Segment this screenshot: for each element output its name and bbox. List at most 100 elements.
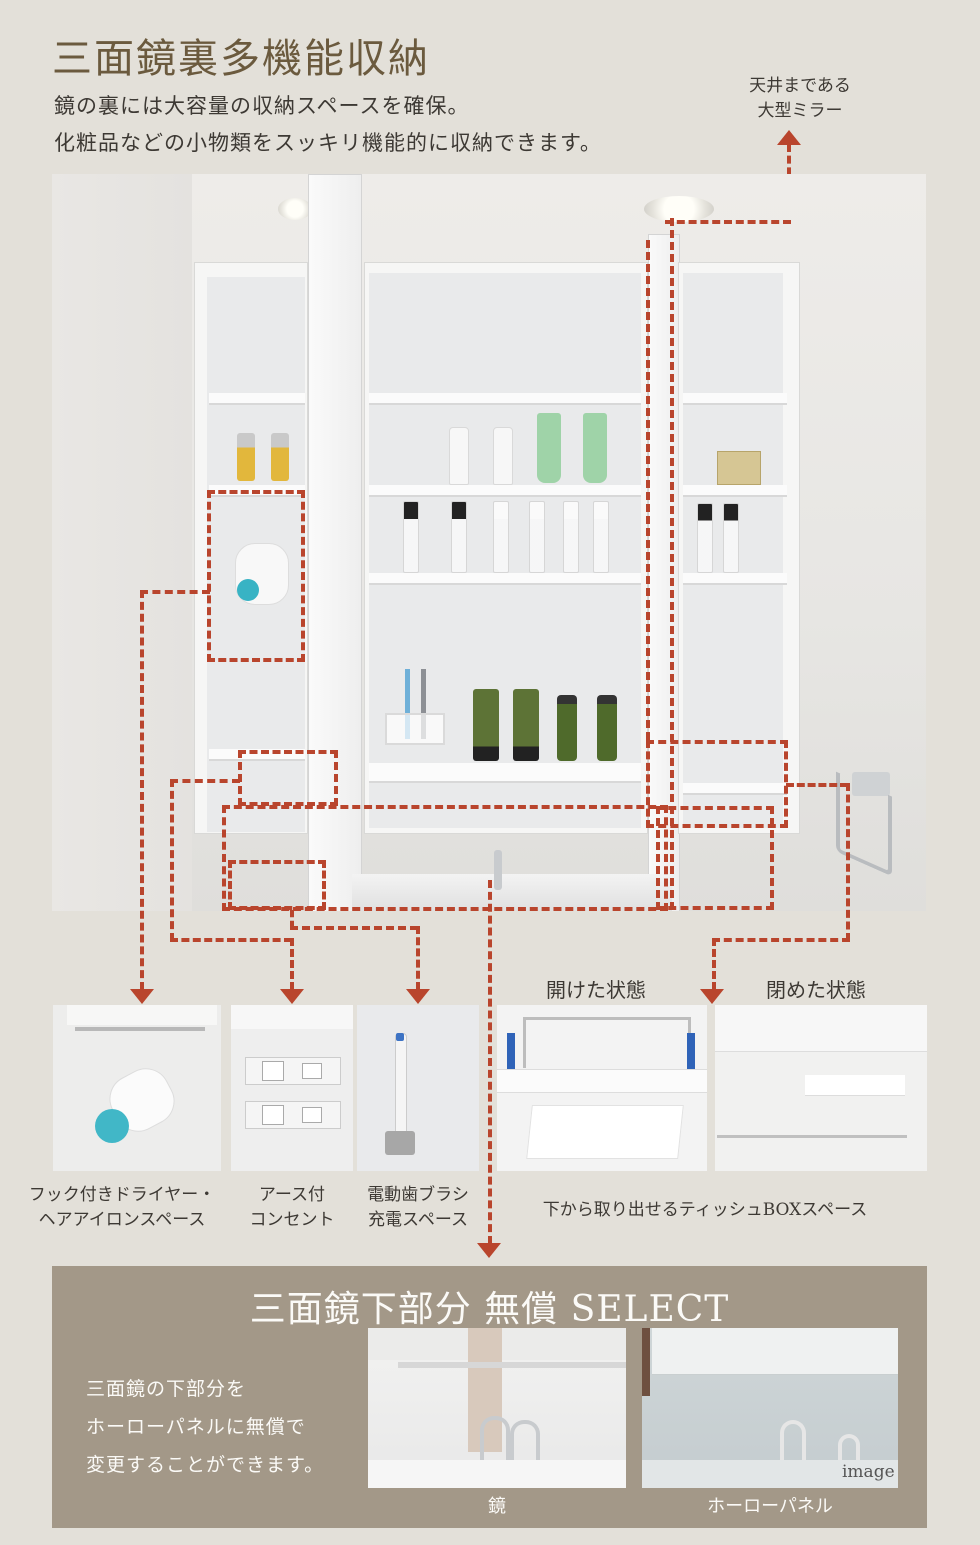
option-mirror-label: 鏡: [488, 1496, 506, 1517]
outlet-socket: [262, 1061, 284, 1081]
shelf: [369, 485, 641, 497]
charger-base: [385, 1131, 415, 1155]
feature-caption: アース付 コンセント: [232, 1183, 352, 1233]
select-description: 三面鏡の下部分を ホーローパネルに無償で 変更することができます。: [86, 1370, 324, 1484]
arrow-down-icon: [477, 1243, 501, 1258]
oil-bottle-icon: [237, 433, 255, 481]
free-select-panel: 三面鏡下部分 無償 SELECT 三面鏡の下部分を ホーローパネルに無償で 変更…: [52, 1266, 927, 1528]
leader-line: [290, 938, 294, 990]
dropper-bottle-icon: [529, 501, 545, 573]
option-enamel-panel-label: ホーローパネル: [707, 1496, 833, 1517]
tube-icon: [583, 413, 607, 483]
leader-line: [488, 880, 492, 1244]
leader-line: [712, 938, 850, 942]
rail: [717, 1135, 907, 1138]
leader-line: [170, 779, 240, 783]
arrow-down-icon: [700, 989, 724, 1004]
cabinet-bottom: [652, 1328, 898, 1375]
dropper-bottle-icon: [563, 501, 579, 573]
wood-trim: [642, 1328, 650, 1396]
select-title: 三面鏡下部分 無償 SELECT: [249, 1289, 730, 1330]
arrow-down-icon: [406, 989, 430, 1004]
mirror-reflection: [468, 1328, 502, 1452]
outlet-icon: [245, 1101, 341, 1129]
caption-line: 電動歯ブラシ: [367, 1185, 469, 1205]
cabinet-top: [231, 1005, 353, 1029]
leader-line: [665, 220, 791, 224]
towel-holder-mount: [852, 772, 890, 796]
brush-head: [396, 1033, 404, 1041]
ceiling-mirror-callout: 天井まである 大型ミラー: [730, 74, 870, 124]
feature-caption: 電動歯ブラシ 充電スペース: [352, 1183, 484, 1233]
shelf: [683, 485, 787, 497]
dropper-bottle-icon: [493, 501, 509, 573]
wall: [52, 174, 192, 911]
option-enamel-panel-image[interactable]: image: [642, 1328, 898, 1488]
arrow-down-icon: [130, 989, 154, 1004]
faucet-icon: [480, 1416, 510, 1466]
dropper-bottle-icon: [697, 503, 713, 573]
dropper-bottle-icon: [451, 501, 467, 573]
tissue-caption: 下から取り出せるティッシュBOXスペース: [542, 1200, 868, 1220]
tube-icon: [513, 689, 539, 761]
page-title: 三面鏡裏多機能収納: [52, 36, 430, 82]
outlet-socket: [262, 1105, 284, 1125]
tissue-icon: [526, 1105, 684, 1159]
left-mirror-door: [308, 174, 362, 911]
blue-clip: [507, 1033, 515, 1069]
lead-text: 鏡の裏には大容量の収納スペースを確保。 化粧品などの小物類をスッキリ機能的に収納…: [54, 88, 602, 162]
caption-line: フック付きドライヤー・: [28, 1185, 216, 1205]
leader-line: [290, 926, 418, 930]
tissue-box-frame: [523, 1017, 691, 1068]
thumb-outlet: [231, 1005, 353, 1171]
dryer-nozzle: [95, 1109, 129, 1143]
ceiling-light-icon: [278, 198, 312, 220]
caption-line: 充電スペース: [368, 1210, 468, 1230]
feature-caption: フック付きドライヤー・ ヘアアイロンスペース: [22, 1183, 222, 1233]
highlight-lower-shelf: [222, 805, 668, 911]
leader-line: [670, 218, 674, 910]
closed-state-label: 閉めた状態: [766, 978, 866, 1002]
bottle-icon: [493, 427, 513, 485]
shelf: [209, 393, 305, 405]
bottle-icon: [597, 695, 617, 761]
highlight-outlet: [238, 750, 338, 806]
caption-line: アース付: [258, 1185, 326, 1205]
toothbrush-icon: [405, 669, 410, 739]
cabinet-top: [67, 1005, 217, 1025]
arrow-up-icon: [777, 130, 801, 145]
electric-toothbrush-icon: [395, 1033, 407, 1143]
outlet-icon: [245, 1057, 341, 1085]
switch: [302, 1063, 322, 1079]
faucet-icon: [838, 1434, 860, 1464]
leader-line: [846, 783, 850, 941]
highlight-toothbrush-charger: [228, 860, 326, 910]
right-cabinet: [678, 262, 800, 834]
shelf: [683, 783, 787, 795]
thumb-dryer-hook: [53, 1005, 221, 1171]
faucet-icon: [494, 850, 502, 890]
bottle-icon: [557, 695, 577, 761]
leader-line: [646, 240, 650, 740]
shelf: [683, 393, 787, 405]
dryer-nozzle: [237, 579, 259, 601]
faucet-icon: [780, 1420, 806, 1464]
description-line: 三面鏡の下部分を: [86, 1378, 247, 1400]
tube-icon: [473, 689, 499, 761]
arrow-down-icon: [280, 989, 304, 1004]
leader-line: [170, 938, 292, 942]
dropper-bottle-icon: [403, 501, 419, 573]
counter: [642, 1460, 898, 1488]
thumb-tissue-closed: [715, 1005, 927, 1171]
callout-line: 天井まである: [749, 76, 851, 96]
leader-line: [140, 590, 144, 990]
light-bar: [398, 1362, 626, 1368]
shelf-edge: [497, 1069, 707, 1093]
highlight-right-lower: [656, 806, 774, 910]
callout-line: 大型ミラー: [757, 101, 843, 121]
counter: [368, 1460, 626, 1488]
blue-clip: [687, 1033, 695, 1069]
lead-line: 鏡の裏には大容量の収納スペースを確保。: [54, 94, 470, 118]
option-mirror-image[interactable]: [368, 1328, 626, 1488]
dropper-bottle-icon: [723, 503, 739, 573]
